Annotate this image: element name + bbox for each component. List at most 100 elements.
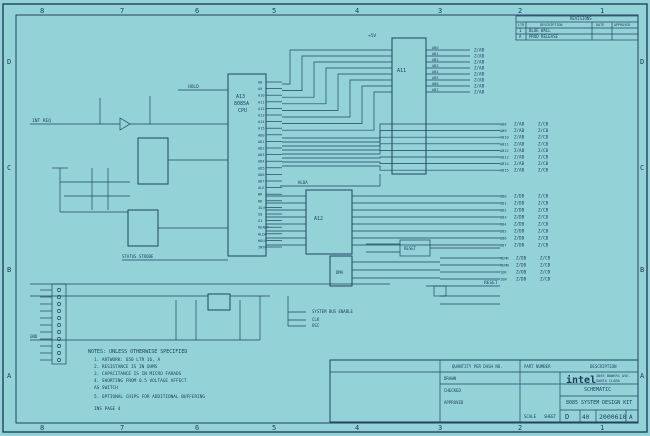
cpu-pin-label: AD3 [258,153,265,157]
sheet-ref: Z/DB [516,270,527,275]
notes-line-1: 1. ARTWORK: 650 LTR 16, A [94,357,160,363]
cpu-pin-label: AD5 [258,166,265,170]
sheet-ref: Z/DB [514,194,525,199]
sheet-ref: Z/CB [538,243,549,248]
addr-hi-label: AB10 [500,136,509,140]
sheet-ref: Z/CB [538,135,549,140]
zone-col-top: 3 [438,7,442,15]
cpu-pin-label: HOLD [258,239,267,243]
rev-header-date: DATE [596,23,604,27]
cpu-pin-label: WR [258,193,263,197]
clk-label: CLK [312,317,320,322]
zone-col-top: 4 [355,7,359,15]
sheet-ref: Z/AB [474,66,485,71]
sheet-ref: Z/CB [540,277,551,282]
tb-address-1: 3065 BOWERS AVE. [596,374,631,378]
zone-col-bottom: 3 [438,424,442,432]
cpu-pin-label: A14 [258,120,265,124]
hlda-label: HLDA [298,180,308,185]
rev-row-desc: PROD RELEASE [529,34,558,39]
notes-title: NOTES: UNLESS OTHERWISE SPECIFIED [88,349,187,355]
sheet-ref: Z/AB [474,90,485,95]
sheet-ref: Z/CB [538,194,549,199]
latch-ref: A11 [397,68,406,74]
regulator-chip [207,293,231,311]
sheet-ref: Z/CB [540,263,551,268]
addr-hi-label: AB12 [500,149,509,153]
cpu-pin-label: ALE [258,186,265,190]
gnd-label: GND [30,334,38,339]
notes-line-2: 2. RESISTANCE IS IN OHMS [94,364,158,370]
zone-col-top: 5 [272,7,276,15]
zone-row-right: D [640,58,644,66]
zone-row-left: B [7,266,11,274]
tb-drawing-no: 2000610 [599,413,626,421]
cpu-pin-label: A10 [258,94,265,98]
zone-col-bottom: 2 [518,424,522,432]
sheet-ref: Z/DB [514,236,525,241]
address-bus-lines: A8A9A10A11A12A13A14A15AD0AD1AD2AD3AD4AD5… [258,49,392,250]
data-out-label: DB1 [500,202,507,206]
zone-col-bottom: 7 [120,424,124,432]
data-out-label: DB2 [500,209,507,213]
misc-wiring [30,89,500,341]
cpu-pin-label: S0 [258,213,262,217]
zone-col-bottom: 4 [355,424,359,432]
sheet-ref: Z/DB [516,263,527,268]
zone-row-left: D [7,58,11,66]
notes-block: NOTES: UNLESS OTHERWISE SPECIFIED 1. ART… [88,349,205,412]
buffer-ref: A12 [314,216,323,222]
sheet-ref: Z/AB [474,54,485,59]
tb-title-1: SCHEMATIC [584,387,611,393]
ctrl-out-label: IOR [500,271,507,275]
zone-row-right: C [640,164,644,172]
connector-pins [40,288,61,362]
notes-line-6: 5. OPTIONAL CHIPS FOR ADDITIONAL BUFFERI… [94,394,205,400]
sheet-ref: Z/AB [514,135,525,140]
cpu-pin-label: A13 [258,114,265,118]
sheet-ref: Z/CB [538,122,549,127]
cpu-chip: A13 8085A CPU [227,73,267,257]
sheet-ref: Z/CB [538,168,549,173]
sheet-ref: Z/DB [514,229,525,234]
sysbus-label: SYSTEM BUS ENABLE [312,309,354,314]
cpu-pin-label: RD [258,199,262,203]
tb-approved: APPROVED [444,400,464,405]
sheet-ref: Z/AB [474,78,485,83]
zone-col-top: 6 [195,7,199,15]
vcc-label: +5V [368,33,376,39]
sheet-ref: Z/AB [514,148,525,153]
outer-border [2,3,648,433]
tb-cage: 40 [582,414,590,421]
misc-labels: +5V HOLD INT REQ RESET STATUS STROBE SYS… [30,33,498,339]
notes-see: INS PAGE 4 [94,406,121,412]
dma-label: DMA [336,270,344,275]
sheet-ref: Z/AB [474,72,485,77]
inner-border [15,14,639,424]
cpu-pin-label: HLDA [258,232,267,236]
tb-qty: QUANTITY PER DASH NO. [452,364,503,369]
addr-out-label: AB6 [432,82,439,86]
sheet-ref: Z/AB [514,141,525,146]
sheet-ref: Z/CB [538,236,549,241]
cpu-pin-label: A15 [258,127,265,131]
sheet-ref: Z/AB [514,161,525,166]
sheet-ref: Z/CB [538,148,549,153]
notes-line-4: 4. SHORTING FROM 0.5 VOLTAGE AFFECT [94,378,187,384]
zone-col-top: 8 [40,7,44,15]
zone-col-top: 1 [600,7,604,15]
cpu-pin-label: INTR [258,246,267,250]
sheet-ref: Z/CB [538,141,549,146]
data-out-label: DB7 [500,244,507,248]
zone-col-top: 2 [518,7,522,15]
cpu-pin-label: A9 [258,87,262,91]
addr-out-label: AB2 [432,58,439,62]
sheet-ref: Z/DB [514,208,525,213]
sheet-ref: Z/AB [514,168,525,173]
revisions-title: REVISIONS [570,16,592,21]
addr-hi-label: AB11 [500,142,509,146]
